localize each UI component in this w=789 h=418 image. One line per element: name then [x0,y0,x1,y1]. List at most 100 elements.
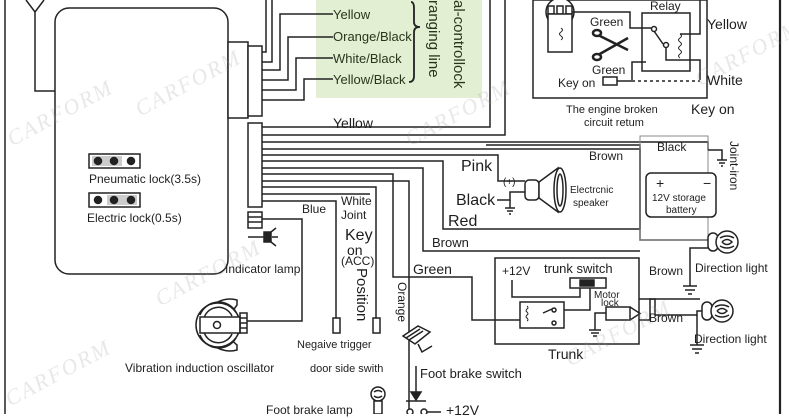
engine-circuit-box [532,0,708,99]
indicator-lamp-label: Indicator lamp [225,262,301,276]
foot-brake-pedal-icon [401,325,433,354]
wire-label-cl-white-black: White/Black [333,51,402,66]
wire-label-yellow: Yellow [333,115,373,131]
door-side-switch [372,317,381,334]
wire-cl-white-black [262,57,333,91]
wire-engine-green-2 [631,61,646,80]
wire-label-cl-yellow-black: Yellow/Black [333,72,406,87]
direction-light-2-icon [701,299,734,323]
vibration-oscillator-label: Vibration induction oscillator [125,361,275,375]
door-switch-label: door side swith [310,363,384,375]
foot-brake-lamp-label: Foot brake lamp [266,403,353,417]
bottom-12v-label: +12V [446,402,480,418]
battery-label-1: 12V storage [652,193,706,204]
wire-top-2 [262,0,273,63]
ignition-switch-icon [545,0,575,53]
wire-label-orange: Orange [395,282,409,323]
key-acc-label-key: Key [345,227,373,244]
wire-label-black: Black [456,192,496,209]
joint-iron-label: Joint-iron [727,141,741,191]
central-lock-group-label-2: ranging line [425,0,442,78]
wire-trunk-12v [511,280,581,298]
wire-cl-yellow-black [262,78,333,101]
wire-brown-main [262,167,640,252]
scissors-icon [591,28,629,62]
wire-label-green: Green [413,261,452,277]
connector-block-top [227,41,249,119]
wire-label-cl-yellow: Yellow [333,7,371,22]
wire-engine-green-1 [572,11,652,29]
wire-label-brown-dir-2: Brown [649,311,684,325]
antenna-wire [34,12,55,92]
direction-light-2-label: Direction light [694,332,767,346]
battery-plus-icon: + [656,175,665,191]
engine-green-2-label: Green [592,63,626,77]
engine-white-label: White [707,72,743,88]
wire-trunk-right [639,298,700,321]
direction-light-1-icon [707,230,739,254]
wire-label-white: White [341,194,372,208]
engine-key-on-label: Key on [558,76,596,90]
jumper-pneumatic-label: Pneumatic lock(3.5s) [89,172,202,186]
central-lock-highlight [316,0,482,98]
central-lock-group-label-1: al-controllock [450,0,467,89]
indicator-lamp-icon [263,231,272,243]
wire-cl-orange-black [262,36,333,81]
speaker-polarity: (+) [503,177,516,188]
wire-battery-ground [708,149,723,160]
wire-label-brown-top: Brown [589,149,624,163]
antenna-icon [25,0,45,14]
connector-block-main [247,122,263,208]
engine-caption-1: The engine broken [566,104,658,116]
battery-icon [645,172,717,218]
wire-brown-dir-2 [639,298,706,316]
wire-label-blue: Blue [302,202,327,216]
wire-label-black-battery: Black [657,140,687,154]
trunk-12v-label: +12V [502,264,531,278]
wire-label-joint: Joint [341,208,367,222]
wire-vibration [247,218,303,322]
wire-cl-yellow [262,13,333,71]
speaker-label-1: Electrcnic [570,185,614,196]
wire-top-1 [262,0,267,53]
trunk-switch-icon [569,277,607,289]
connector-small [247,211,263,229]
trunk-relay [519,301,565,329]
connector-block-mid [247,45,263,117]
wire-pink [262,154,525,182]
engine-outer-key-on: Key on [691,101,735,117]
main-control-unit [54,7,229,275]
battery-minus-icon: − [703,175,712,191]
key-acc-label-acc: (ACC) [341,254,375,268]
wire-yellow-engine [262,0,491,128]
battery-label-2: battery [666,205,697,216]
engine-green-1-label: Green [590,15,624,29]
key-acc-label-position: Position [353,268,370,322]
wire-label-red: Red [448,213,478,230]
engine-caption-2: circuit retum [584,117,644,129]
engine-yellow-label: Yellow [707,16,747,32]
motor-lock-label-2: lock [601,298,619,309]
jumper-electric-label: Electric lock(0.5s) [87,211,182,225]
negative-trigger-switch [332,317,341,334]
negative-trigger-label: Negaive trigger [297,339,372,351]
wire-label-brown-dir-1: Brown [649,264,684,278]
key-acc-label-on: on [347,242,363,258]
wire-label-brown-main: Brown [432,235,469,250]
key-on-connector [602,76,618,86]
wire-white-joint [262,186,377,318]
motor-lock-label-1: Motor [594,290,620,301]
foot-brake-lamp-icon [370,386,386,414]
foot-brake-switch-label: Foot brake switch [420,366,522,381]
wire-green [262,173,520,321]
central-lock-brace [408,1,421,83]
wire-blue [262,200,337,318]
speaker-icon [524,166,567,214]
wire-label-cl-orange-black: Orange/Black [333,29,412,44]
direction-light-1-label: Direction light [695,261,768,275]
relay-switch [650,0,701,80]
relay-label: Relay [650,0,681,13]
vibration-oscillator-icon [195,298,248,352]
motor-lock-icon [589,306,642,337]
wire-label-pink: Pink [461,158,493,175]
